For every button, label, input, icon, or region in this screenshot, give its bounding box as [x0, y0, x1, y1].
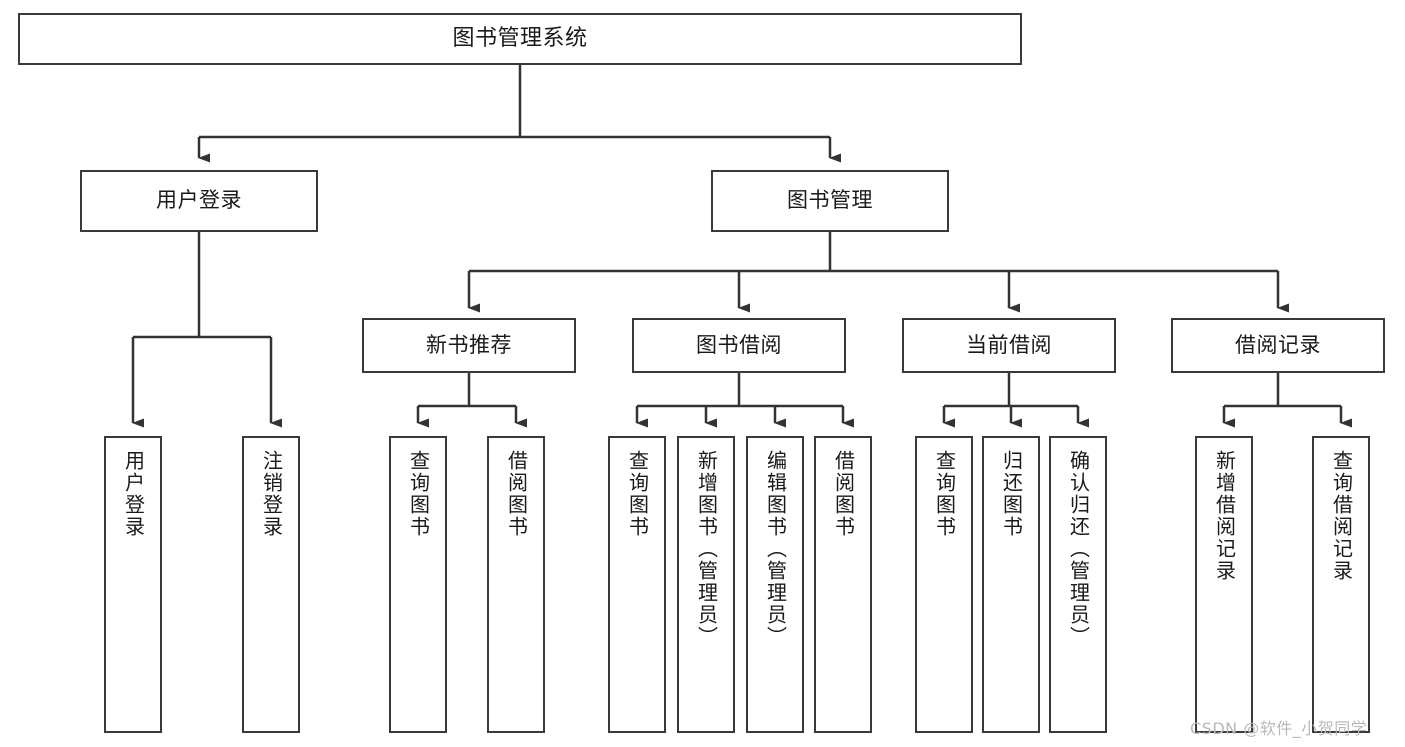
node-leaf-query-book-recommend-label: 查询图书 — [406, 450, 431, 538]
node-leaf-borrow-book[interactable]: 借阅图书 — [814, 436, 872, 733]
node-new-book-recommend[interactable]: 新书推荐 — [362, 318, 576, 373]
node-leaf-query-book-borrow[interactable]: 查询图书 — [608, 436, 666, 733]
node-leaf-add-book-admin[interactable]: 新增图书（管理员） — [677, 436, 735, 733]
node-leaf-edit-book-admin-label: 编辑图书（管理员） — [763, 450, 788, 648]
node-leaf-user-login-label: 用户登录 — [121, 450, 146, 538]
node-leaf-return-book[interactable]: 归还图书 — [982, 436, 1040, 733]
node-user-login-label: 用户登录 — [156, 188, 242, 213]
node-leaf-add-borrow-record[interactable]: 新增借阅记录 — [1195, 436, 1253, 733]
node-book-management[interactable]: 图书管理 — [711, 170, 949, 232]
node-leaf-confirm-return-admin-label: 确认归还（管理员） — [1066, 450, 1091, 648]
node-book-management-label: 图书管理 — [787, 188, 873, 213]
node-leaf-logout-label: 注销登录 — [259, 450, 284, 538]
node-leaf-borrow-book-recommend[interactable]: 借阅图书 — [487, 436, 545, 733]
node-leaf-borrow-book-recommend-label: 借阅图书 — [504, 450, 529, 538]
node-leaf-query-borrow-record[interactable]: 查询借阅记录 — [1312, 436, 1370, 733]
node-borrow-records-label: 借阅记录 — [1235, 332, 1321, 357]
node-root-label: 图书管理系统 — [452, 25, 588, 51]
node-current-borrow[interactable]: 当前借阅 — [902, 318, 1116, 373]
node-borrow-records[interactable]: 借阅记录 — [1171, 318, 1385, 373]
node-leaf-borrow-book-label: 借阅图书 — [831, 450, 856, 538]
node-leaf-user-login[interactable]: 用户登录 — [104, 436, 162, 733]
node-user-login[interactable]: 用户登录 — [80, 170, 318, 232]
node-leaf-query-borrow-record-label: 查询借阅记录 — [1329, 450, 1354, 582]
node-root-book-management-system[interactable]: 图书管理系统 — [18, 13, 1022, 65]
node-leaf-edit-book-admin[interactable]: 编辑图书（管理员） — [746, 436, 804, 733]
node-book-borrow[interactable]: 图书借阅 — [632, 318, 846, 373]
node-book-borrow-label: 图书借阅 — [696, 332, 782, 357]
node-leaf-add-book-admin-label: 新增图书（管理员） — [694, 450, 719, 648]
node-new-book-recommend-label: 新书推荐 — [426, 332, 512, 357]
node-leaf-logout[interactable]: 注销登录 — [242, 436, 300, 733]
node-current-borrow-label: 当前借阅 — [966, 332, 1052, 357]
node-leaf-query-book-borrow-label: 查询图书 — [625, 450, 650, 538]
node-leaf-confirm-return-admin[interactable]: 确认归还（管理员） — [1049, 436, 1107, 733]
node-leaf-return-book-label: 归还图书 — [999, 450, 1024, 538]
node-leaf-query-book-current-label: 查询图书 — [932, 450, 957, 538]
node-leaf-add-borrow-record-label: 新增借阅记录 — [1212, 450, 1237, 582]
node-leaf-query-book-current[interactable]: 查询图书 — [915, 436, 973, 733]
node-leaf-query-book-recommend[interactable]: 查询图书 — [389, 436, 447, 733]
